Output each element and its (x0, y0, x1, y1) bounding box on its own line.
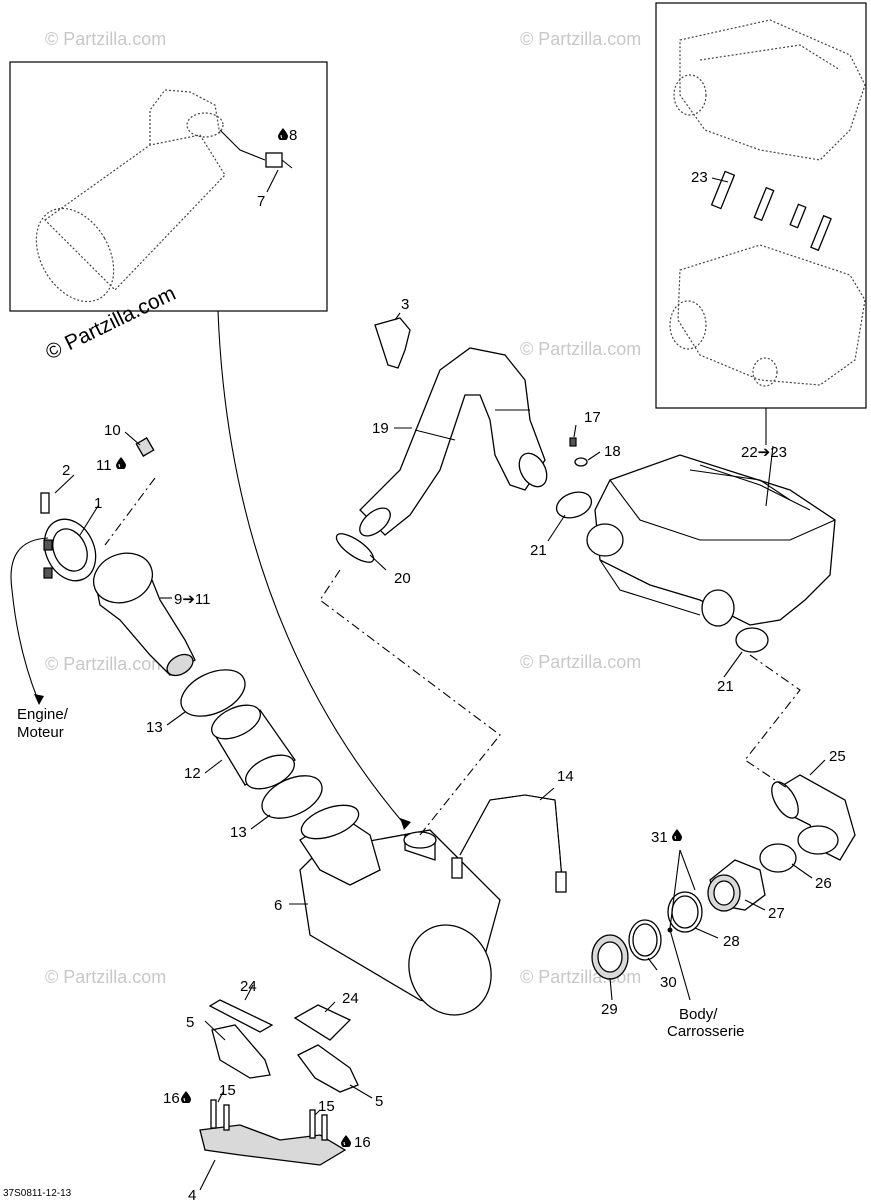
part-label-21: 21 (530, 542, 547, 559)
watermark: © Partzilla.com (45, 29, 166, 49)
part-label-26: 26 (815, 875, 832, 892)
part-label-13: 13 (146, 719, 163, 736)
part-label-8: 8 (289, 127, 297, 144)
part-label-15: 15 (219, 1082, 236, 1099)
adhesive-drop-icon (181, 1091, 191, 1103)
part-labels: 2 1 10 11 9➔11 13 12 13 6 14 3 19 20 17 … (62, 127, 846, 1200)
engine-note-line2: Moteur (17, 724, 64, 741)
part-label-9-11: 9➔11 (174, 591, 210, 608)
watermark: © Partzilla.com (45, 967, 166, 987)
watermark: © Partzilla.com (520, 29, 641, 49)
part-label-30: 30 (660, 974, 677, 991)
part-label-31: 31 (651, 829, 668, 846)
adhesive-drop-icon (341, 1135, 351, 1147)
part-label-12: 12 (184, 765, 201, 782)
body-note-line2: Carrosserie (667, 1023, 745, 1040)
part-label-4: 4 (188, 1187, 196, 1200)
muffler-inset-panel (9, 61, 328, 312)
part-label-18: 18 (604, 443, 621, 460)
part-label-27: 27 (768, 905, 785, 922)
adhesive-drop-icon (672, 829, 682, 841)
watermark: © Partzilla.com (520, 339, 641, 359)
part-label-22-23: 22➔23 (741, 444, 787, 461)
exhaust-pipe-part (40, 437, 323, 819)
part-label-16: 16 (163, 1090, 180, 1107)
leader-lines (10, 177, 826, 1191)
part-label-15: 15 (318, 1098, 335, 1115)
part-label-25: 25 (829, 748, 846, 765)
part-label-20: 20 (394, 570, 411, 587)
part-label-6: 6 (274, 897, 282, 914)
engine-note-line1: Engine/ (17, 706, 69, 723)
notes: Engine/ Moteur Body/ Carrosserie 37S0811… (3, 706, 745, 1199)
part-label-13: 13 (230, 824, 247, 841)
adhesive-drop-icon (116, 457, 126, 469)
part-label-16: 16 (354, 1134, 371, 1151)
adhesive-drop-icon (278, 128, 288, 140)
part-label-19: 19 (372, 420, 389, 437)
part-label-17: 17 (584, 409, 601, 426)
part-label-24: 24 (342, 990, 359, 1007)
part-label-11: 11 (96, 457, 112, 474)
part-label-5: 5 (375, 1093, 383, 1110)
part-label-21: 21 (717, 678, 734, 695)
part-label-7: 7 (257, 193, 265, 210)
part-label-14: 14 (557, 768, 574, 785)
silencer-part (586, 454, 836, 627)
part-label-1: 1 (94, 495, 102, 512)
outlet-parts (591, 774, 856, 980)
muffler-part (299, 804, 501, 1016)
exhaust-hose-part (335, 317, 769, 653)
part-label-24: 24 (240, 978, 257, 995)
silencer-inset-panel (655, 2, 867, 445)
watermark: © Partzilla.com (45, 654, 166, 674)
strap-part (451, 794, 567, 893)
watermark: © Partzilla.com (520, 652, 641, 672)
part-label-5: 5 (186, 1014, 194, 1031)
main-watermark: © Partzilla.com (42, 282, 179, 365)
bracket-parts (199, 999, 359, 1166)
part-label-23: 23 (691, 169, 708, 186)
part-label-28: 28 (723, 933, 740, 950)
part-label-10: 10 (104, 422, 121, 439)
diagram-code: 37S0811-12-13 (3, 1188, 72, 1199)
part-label-29: 29 (601, 1001, 618, 1018)
body-note-line1: Body/ (679, 1006, 718, 1023)
part-label-3: 3 (401, 296, 409, 313)
part-label-2: 2 (62, 462, 70, 479)
